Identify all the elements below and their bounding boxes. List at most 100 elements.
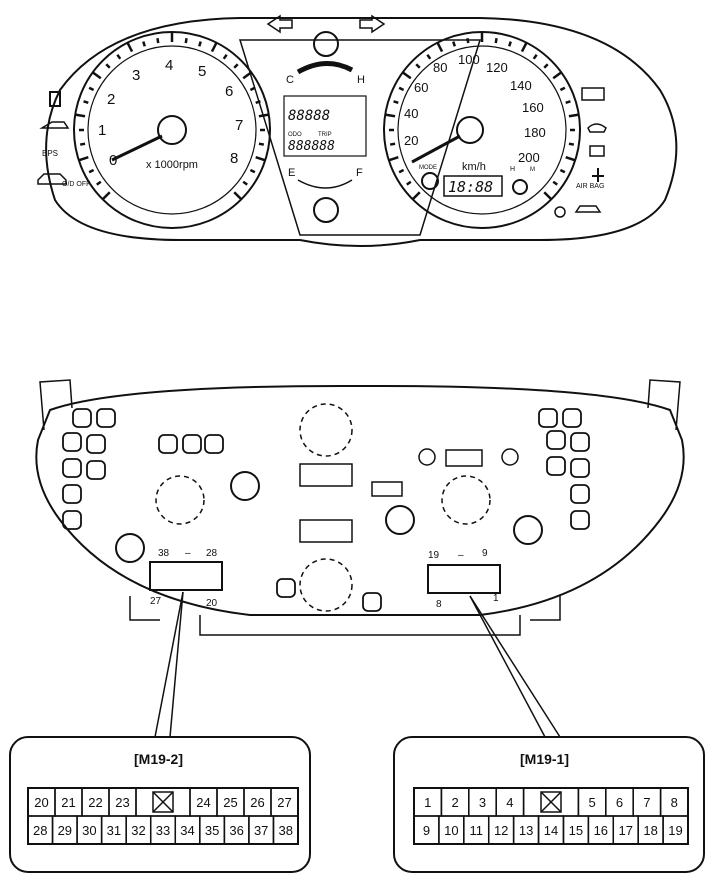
fuel-empty-label: E — [288, 167, 295, 179]
connector-m19-2-socket — [149, 561, 223, 591]
pin-number: 33 — [156, 823, 170, 838]
eps-label: EPS — [42, 149, 58, 158]
gauge-tick — [559, 168, 566, 174]
gauge-tick — [210, 42, 218, 53]
keyway-x-icon — [152, 791, 174, 813]
gauge-tick — [75, 113, 86, 118]
bulb-socket — [158, 434, 178, 454]
speedo-num-180: 180 — [524, 125, 546, 140]
pin-number: 38 — [278, 823, 292, 838]
gauge-tick — [142, 41, 146, 47]
check-engine-icon — [581, 87, 605, 101]
gauge-tick — [116, 54, 122, 60]
clock-display — [443, 175, 503, 197]
tach-num-3: 3 — [132, 67, 140, 84]
bulb-socket — [362, 592, 382, 612]
gauge-tick — [401, 71, 412, 80]
gauge-tick — [105, 63, 111, 69]
gauge-tick — [568, 113, 579, 118]
speedo-hub — [456, 116, 484, 144]
gauge-tick — [126, 42, 134, 53]
front-labels: 0 1 2 3 4 5 6 7 8 x 1000rpm 20 40 60 80 … — [42, 52, 604, 196]
pin-number: 28 — [33, 823, 47, 838]
gauge-tick — [406, 180, 412, 186]
gauge-tick — [242, 180, 248, 186]
m19-2-pin-bottom-right: 20 — [206, 598, 218, 609]
m19-1-title: [M19-1] — [520, 751, 569, 767]
gauge-tick — [426, 54, 432, 60]
gauge-tick — [559, 86, 566, 92]
pin-number: 7 — [643, 795, 650, 810]
speedo-num-140: 140 — [510, 78, 532, 93]
tach-num-6: 6 — [225, 83, 233, 100]
bulb-socket — [182, 434, 202, 454]
m19-1-pin-bottom-right: 1 — [493, 593, 499, 604]
pin-number: 31 — [107, 823, 121, 838]
gauge-tick — [258, 142, 265, 146]
bulb-socket — [570, 432, 590, 452]
m19-2-dash: – — [185, 548, 191, 559]
bulb-socket — [96, 408, 116, 428]
speedo-num-60: 60 — [414, 80, 428, 95]
pin-number: 18 — [643, 823, 657, 838]
car-icon — [37, 173, 67, 185]
gauge-tick — [543, 191, 553, 201]
pin-number: 27 — [277, 795, 291, 810]
pin-number: 11 — [470, 823, 484, 838]
door-open-icon — [39, 121, 70, 129]
mode-button — [421, 172, 439, 190]
seatbelt-icon — [49, 91, 61, 107]
speedo-num-120: 120 — [486, 60, 508, 75]
pin-number: 12 — [494, 823, 508, 838]
gauge-tick — [494, 37, 498, 44]
bulb-socket — [276, 578, 296, 598]
gauge-tick — [552, 180, 558, 186]
tach-hub — [157, 115, 187, 145]
pin-cell — [272, 815, 299, 845]
pin-number: 17 — [618, 823, 632, 838]
gauge-tick — [389, 142, 396, 146]
bulb-socket — [562, 408, 582, 428]
tach-needle — [111, 134, 163, 162]
gauge-tick — [78, 156, 89, 162]
gauge-tick — [552, 71, 563, 80]
mode-label: MODE — [419, 165, 437, 171]
pin-cell — [662, 815, 689, 845]
pin-number: 3 — [479, 795, 486, 810]
tach-num-4: 4 — [165, 57, 173, 74]
back-labels: 38 – 28 27 20 19 – 9 8 1 — [150, 548, 499, 610]
gauge-tick — [565, 156, 576, 162]
lcd-bottom-digits: 888888 — [288, 139, 335, 154]
pin-number: 21 — [61, 795, 75, 810]
gauge-tick — [415, 63, 421, 69]
pin-number: 23 — [115, 795, 129, 810]
gauge-tick — [568, 142, 575, 146]
m19-1-pin-top-right: 9 — [482, 548, 488, 559]
pin-number: 4 — [506, 795, 513, 810]
speedo-num-200: 200 — [518, 150, 540, 165]
tach-unit: x 1000rpm — [146, 159, 198, 171]
clock-value: 18:88 — [448, 178, 493, 196]
bulb-socket — [62, 484, 82, 504]
gauge-tick — [198, 41, 202, 47]
bulb-socket — [72, 408, 92, 428]
left-turn-arrow-icon — [266, 14, 293, 34]
oil-pressure-icon — [587, 123, 607, 133]
right-turn-arrow-icon — [359, 14, 386, 34]
bulb-socket — [62, 510, 82, 530]
pin-number: 24 — [196, 795, 210, 810]
back-knob — [513, 515, 543, 545]
pin-number: 36 — [229, 823, 243, 838]
pin-number: 37 — [254, 823, 268, 838]
gauge-tick — [79, 142, 86, 146]
gauge-tick — [91, 71, 102, 80]
pin-number: 10 — [444, 823, 458, 838]
fuel-full-label: F — [356, 167, 363, 179]
back-knob — [230, 471, 260, 501]
pin-number: 8 — [671, 795, 678, 810]
speedo-num-160: 160 — [522, 100, 544, 115]
m19-2-pin-top-right: 28 — [206, 548, 218, 559]
bulb-socket — [570, 510, 590, 530]
gauge-tick — [242, 71, 253, 80]
